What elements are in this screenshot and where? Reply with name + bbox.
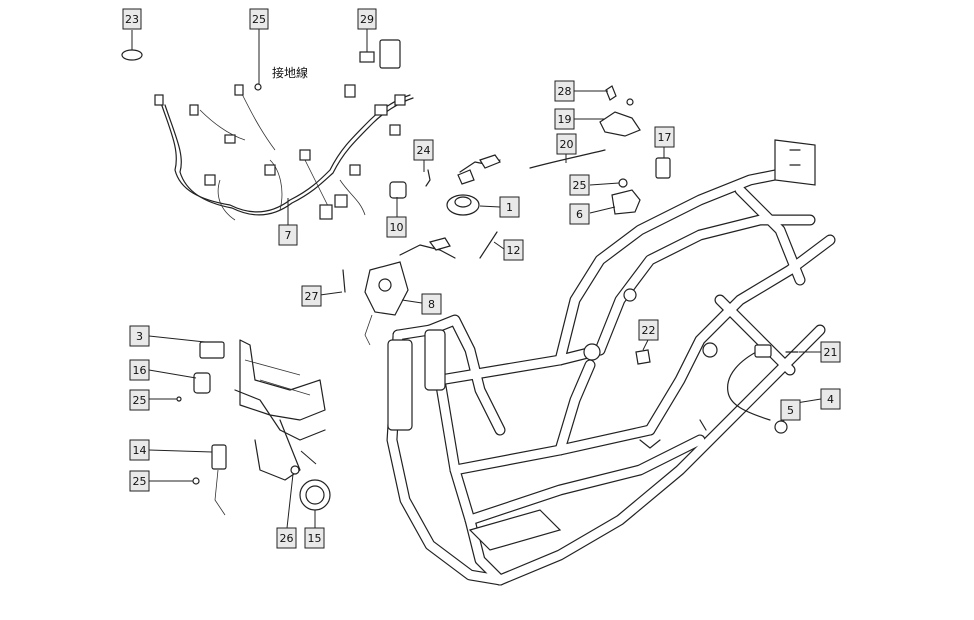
part-16-relay bbox=[193, 372, 211, 394]
svg-text:17: 17 bbox=[658, 131, 672, 144]
callout-29: 29 bbox=[357, 8, 377, 30]
part-6-regulator bbox=[611, 189, 641, 215]
callout-4: 4 bbox=[820, 388, 841, 410]
callout-10: 10 bbox=[386, 216, 407, 238]
svg-text:25: 25 bbox=[133, 475, 147, 488]
part-3-box bbox=[199, 341, 225, 359]
part-25-nut bbox=[254, 83, 262, 91]
callout-6: 6 bbox=[569, 203, 590, 225]
callout-27: 27 bbox=[301, 285, 322, 307]
svg-text:5: 5 bbox=[787, 404, 794, 417]
bracket-assembly bbox=[234, 339, 326, 481]
callout-21: 21 bbox=[820, 341, 841, 363]
svg-text:1: 1 bbox=[506, 201, 513, 214]
part-24-clip bbox=[425, 169, 431, 187]
svg-text:3: 3 bbox=[136, 330, 143, 343]
svg-text:22: 22 bbox=[642, 324, 656, 337]
part-26-nut bbox=[290, 465, 300, 475]
part-20-cable bbox=[529, 149, 606, 169]
part-28-19-bracket bbox=[599, 85, 641, 137]
callout-24: 24 bbox=[413, 139, 434, 161]
part-27-bolt bbox=[342, 269, 346, 293]
part-8-lock-assembly bbox=[364, 237, 456, 346]
callout-20: 20 bbox=[556, 133, 577, 155]
svg-text:12: 12 bbox=[507, 244, 521, 257]
part-17-sensor bbox=[655, 157, 671, 179]
part-25-screw-lower bbox=[192, 477, 200, 485]
part-4-sensor-cable bbox=[727, 344, 788, 434]
wiring-harness bbox=[154, 84, 414, 221]
callout-23: 23 bbox=[122, 8, 142, 30]
svg-text:21: 21 bbox=[824, 346, 838, 359]
part-10-lock bbox=[389, 181, 407, 199]
callout-16: 16 bbox=[129, 359, 150, 381]
svg-text:8: 8 bbox=[428, 298, 435, 311]
svg-text:25: 25 bbox=[252, 13, 266, 26]
ground-wire-annotation: 接地線 bbox=[272, 65, 308, 80]
part-12-rod bbox=[479, 231, 498, 259]
callout-25: 25 bbox=[129, 470, 150, 492]
callout-1: 1 bbox=[499, 196, 520, 218]
callout-25: 25 bbox=[129, 389, 150, 411]
callout-12: 12 bbox=[503, 239, 524, 261]
callout-17: 17 bbox=[654, 126, 675, 148]
svg-text:29: 29 bbox=[360, 13, 374, 26]
svg-text:7: 7 bbox=[285, 229, 292, 242]
part-25-clip bbox=[618, 178, 628, 188]
svg-text:16: 16 bbox=[133, 364, 147, 377]
part-15-horn bbox=[299, 479, 331, 511]
callout-5: 5 bbox=[780, 399, 801, 421]
callout-19: 19 bbox=[554, 108, 575, 130]
callout-26: 26 bbox=[276, 527, 297, 549]
scooter-frame bbox=[386, 139, 836, 586]
callout-3: 3 bbox=[129, 325, 150, 347]
svg-text:4: 4 bbox=[827, 393, 834, 406]
part-23-band bbox=[121, 49, 143, 61]
callout-22: 22 bbox=[638, 319, 659, 341]
svg-text:24: 24 bbox=[417, 144, 431, 157]
part-22-clamp bbox=[635, 349, 651, 365]
callout-25: 25 bbox=[569, 174, 590, 196]
svg-text:19: 19 bbox=[558, 113, 572, 126]
part-1-ignition-switch bbox=[446, 154, 501, 216]
part-14-sensor bbox=[211, 444, 227, 516]
part-29-relay bbox=[359, 39, 401, 69]
svg-text:25: 25 bbox=[133, 394, 147, 407]
svg-text:28: 28 bbox=[558, 85, 572, 98]
svg-text:27: 27 bbox=[305, 290, 319, 303]
callout-7: 7 bbox=[278, 224, 298, 246]
callout-8: 8 bbox=[421, 293, 442, 315]
svg-text:10: 10 bbox=[390, 221, 404, 234]
svg-text:14: 14 bbox=[133, 444, 147, 457]
callout-28: 28 bbox=[554, 80, 575, 102]
svg-text:25: 25 bbox=[573, 179, 587, 192]
svg-text:23: 23 bbox=[125, 13, 139, 26]
svg-text:15: 15 bbox=[308, 532, 322, 545]
callout-15: 15 bbox=[304, 527, 325, 549]
part-25-screw-left bbox=[176, 396, 182, 402]
leader-lines bbox=[131, 27, 822, 529]
callout-25: 25 bbox=[249, 8, 269, 30]
svg-text:26: 26 bbox=[280, 532, 294, 545]
callout-14: 14 bbox=[129, 439, 150, 461]
svg-text:20: 20 bbox=[560, 138, 574, 151]
svg-text:6: 6 bbox=[576, 208, 583, 221]
